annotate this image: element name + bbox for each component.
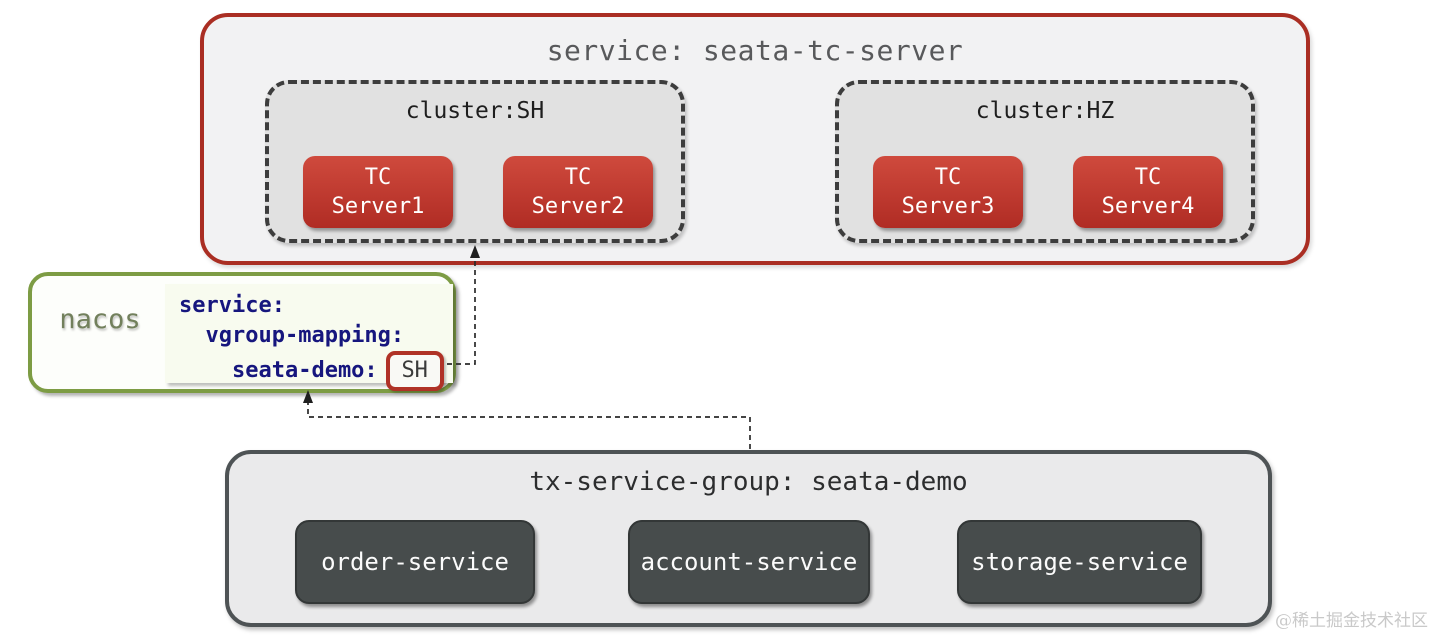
tc-server1-node: TC Server1 xyxy=(303,156,453,228)
config-line-service: service: xyxy=(179,293,285,318)
tc-server3-node: TC Server3 xyxy=(873,156,1023,228)
tc-server3-line1: TC xyxy=(934,165,962,190)
account-service-node: account-service xyxy=(628,520,870,604)
txgroup-to-nacos-arrow-line xyxy=(307,403,751,449)
tc-server4-line2: Server4 xyxy=(1101,194,1195,219)
tc-server1-line2: Server1 xyxy=(331,194,425,219)
tc-server4-line1: TC xyxy=(1134,165,1162,190)
tc-server2-line2: Server2 xyxy=(531,194,625,219)
tc-server2-node: TC Server2 xyxy=(503,156,653,228)
config-line-vgroup-mapping: vgroup-mapping: xyxy=(179,323,405,348)
tx-service-group-title: tx-service-group: seata-demo xyxy=(529,467,968,497)
cluster-sh-label: cluster:SH xyxy=(405,98,545,124)
watermark: @稀土掘金技术社区 xyxy=(1275,611,1428,631)
storage-service-node: storage-service xyxy=(957,520,1202,604)
cluster-value-chip: SH xyxy=(385,351,444,391)
cluster-hz-box: cluster:HZ TC Server3 TC Server4 xyxy=(835,80,1255,243)
tc-server1-line1: TC xyxy=(364,165,392,190)
cluster-hz-label: cluster:HZ xyxy=(975,98,1115,124)
cluster-sh-box: cluster:SH TC Server1 TC Server2 xyxy=(265,80,685,243)
tc-server-group-title: service: seata-tc-server xyxy=(546,34,964,67)
order-service-node: order-service xyxy=(295,520,535,604)
nacos-label: nacos xyxy=(59,304,141,335)
config-seata-demo-key: seata-demo: xyxy=(179,358,378,383)
tc-server2-line1: TC xyxy=(564,165,592,190)
nacos-config-panel: service: vgroup-mapping: seata-demo: SH xyxy=(165,284,453,391)
tc-server3-line2: Server3 xyxy=(901,194,995,219)
config-line-seata-demo: seata-demo: SH xyxy=(179,351,453,391)
tc-server4-node: TC Server4 xyxy=(1073,156,1223,228)
